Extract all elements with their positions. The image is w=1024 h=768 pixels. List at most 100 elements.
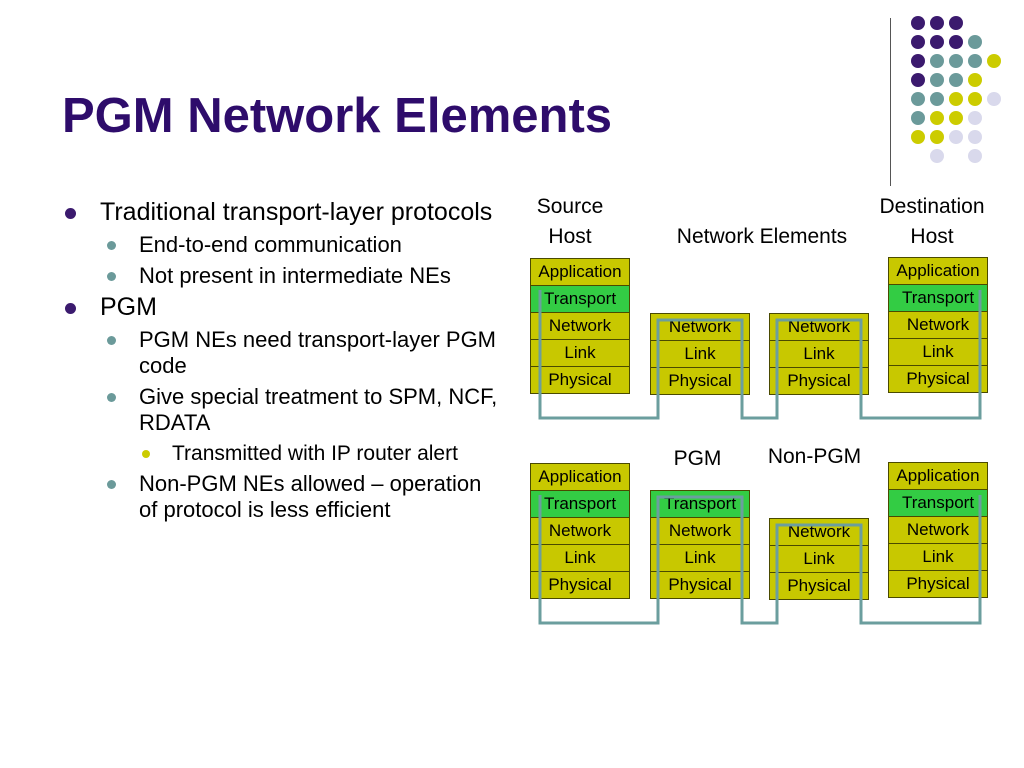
decorative-dot — [968, 130, 982, 144]
bullet-dot-icon — [107, 336, 116, 345]
slide-title: PGM Network Elements — [62, 89, 613, 143]
decorative-dot — [930, 73, 944, 87]
layer-transport: Transport — [888, 489, 988, 517]
non-pgm-label: Non-PGM — [767, 445, 862, 468]
layer-application: Application — [530, 258, 630, 286]
decorative-dot — [911, 92, 925, 106]
bullet-item: Transmitted with IP router alert — [60, 441, 500, 466]
bullet-item: PGM NEs need transport-layer PGM code — [60, 327, 500, 379]
layer-physical: Physical — [888, 570, 988, 598]
layer-transport: Transport — [530, 285, 630, 313]
decorative-dot — [930, 130, 944, 144]
layer-physical: Physical — [650, 571, 750, 599]
non-pgm-element-stack: Network Link Physical — [769, 518, 869, 600]
decorative-dot — [968, 92, 982, 106]
layer-application: Application — [530, 463, 630, 491]
decorative-dot — [911, 16, 925, 30]
source-host-stack-bottom: Application Transport Network Link Physi… — [530, 463, 630, 599]
pgm-label: PGM — [673, 447, 722, 470]
decorative-dot — [949, 73, 963, 87]
decorative-dot — [930, 54, 944, 68]
destination-label-line2: Host — [910, 225, 954, 248]
bullet-text: Transmitted with IP router alert — [172, 442, 458, 465]
decorative-dot — [968, 54, 982, 68]
bullet-dot-icon — [142, 450, 150, 458]
bullet-text: Traditional transport-layer protocols — [100, 198, 493, 226]
decorative-dot — [911, 35, 925, 49]
layer-physical: Physical — [650, 367, 750, 395]
bullet-list: Traditional transport-layer protocols En… — [60, 194, 500, 523]
bullet-dot-icon — [107, 480, 116, 489]
bullet-dot-icon — [107, 393, 116, 402]
source-host-label: Source Host — [520, 192, 620, 252]
destination-host-label: Destination Host — [862, 192, 1002, 252]
layer-network: Network — [650, 517, 750, 545]
decorative-dot — [949, 111, 963, 125]
layer-link: Link — [650, 544, 750, 572]
decorative-dot — [930, 92, 944, 106]
layer-network: Network — [888, 311, 988, 339]
bullet-text: Not present in intermediate NEs — [139, 263, 451, 288]
bullet-text: End-to-end communication — [139, 232, 402, 257]
decorative-dot — [930, 111, 944, 125]
source-label-line2: Host — [548, 225, 592, 248]
decorative-dot — [968, 73, 982, 87]
layer-transport: Transport — [888, 284, 988, 312]
bullet-item: End-to-end communication — [60, 232, 500, 258]
bullet-item: Traditional transport-layer protocols — [60, 198, 500, 227]
layer-link: Link — [888, 543, 988, 571]
bullet-text: Give special treatment to SPM, NCF, RDAT… — [139, 384, 498, 435]
layer-physical: Physical — [530, 571, 630, 599]
layer-network: Network — [530, 517, 630, 545]
decorative-dot — [930, 16, 944, 30]
bullet-dot-icon — [65, 303, 76, 314]
destination-host-stack-bottom: Application Transport Network Link Physi… — [888, 462, 988, 598]
bullet-item: PGM — [60, 293, 500, 322]
decorative-dot — [930, 149, 944, 163]
layer-network: Network — [769, 313, 869, 341]
bullet-text: PGM NEs need transport-layer PGM code — [139, 327, 497, 378]
layer-physical: Physical — [769, 367, 869, 395]
layer-physical: Physical — [530, 366, 630, 394]
destination-host-stack-top: Application Transport Network Link Physi… — [888, 257, 988, 393]
bullet-item: Non-PGM NEs allowed – operation of proto… — [60, 471, 500, 523]
decorative-dot — [930, 35, 944, 49]
bullet-text: PGM — [100, 293, 157, 321]
layer-link: Link — [888, 338, 988, 366]
source-label-line1: Source — [536, 195, 604, 218]
network-element-1-stack-top: Network Link Physical — [650, 313, 750, 395]
network-element-2-stack-top: Network Link Physical — [769, 313, 869, 395]
decorative-dot — [987, 92, 1001, 106]
layer-network: Network — [888, 516, 988, 544]
decorative-dot — [949, 92, 963, 106]
layer-transport: Transport — [650, 490, 750, 518]
bullet-dot-icon — [65, 208, 76, 219]
layer-link: Link — [530, 339, 630, 367]
destination-label-line1: Destination — [879, 195, 985, 218]
bullet-dot-icon — [107, 272, 116, 281]
decorative-dot — [987, 54, 1001, 68]
layer-link: Link — [769, 545, 869, 573]
layer-link: Link — [650, 340, 750, 368]
layer-network: Network — [530, 312, 630, 340]
bullet-dot-icon — [107, 241, 116, 250]
layer-network: Network — [769, 518, 869, 546]
decorative-dot — [949, 130, 963, 144]
decorative-dot — [968, 111, 982, 125]
title-divider — [890, 18, 891, 186]
layer-link: Link — [769, 340, 869, 368]
layer-link: Link — [530, 544, 630, 572]
decorative-dot-grid — [911, 16, 1001, 163]
source-host-stack-top: Application Transport Network Link Physi… — [530, 258, 630, 394]
layer-network: Network — [650, 313, 750, 341]
decorative-dot — [968, 149, 982, 163]
decorative-dot — [911, 73, 925, 87]
bullet-text: Non-PGM NEs allowed – operation of proto… — [139, 471, 482, 522]
layer-physical: Physical — [888, 365, 988, 393]
decorative-dot — [911, 130, 925, 144]
decorative-dot — [968, 35, 982, 49]
bullet-item: Not present in intermediate NEs — [60, 263, 500, 289]
layer-application: Application — [888, 462, 988, 490]
decorative-dot — [949, 16, 963, 30]
layer-physical: Physical — [769, 572, 869, 600]
